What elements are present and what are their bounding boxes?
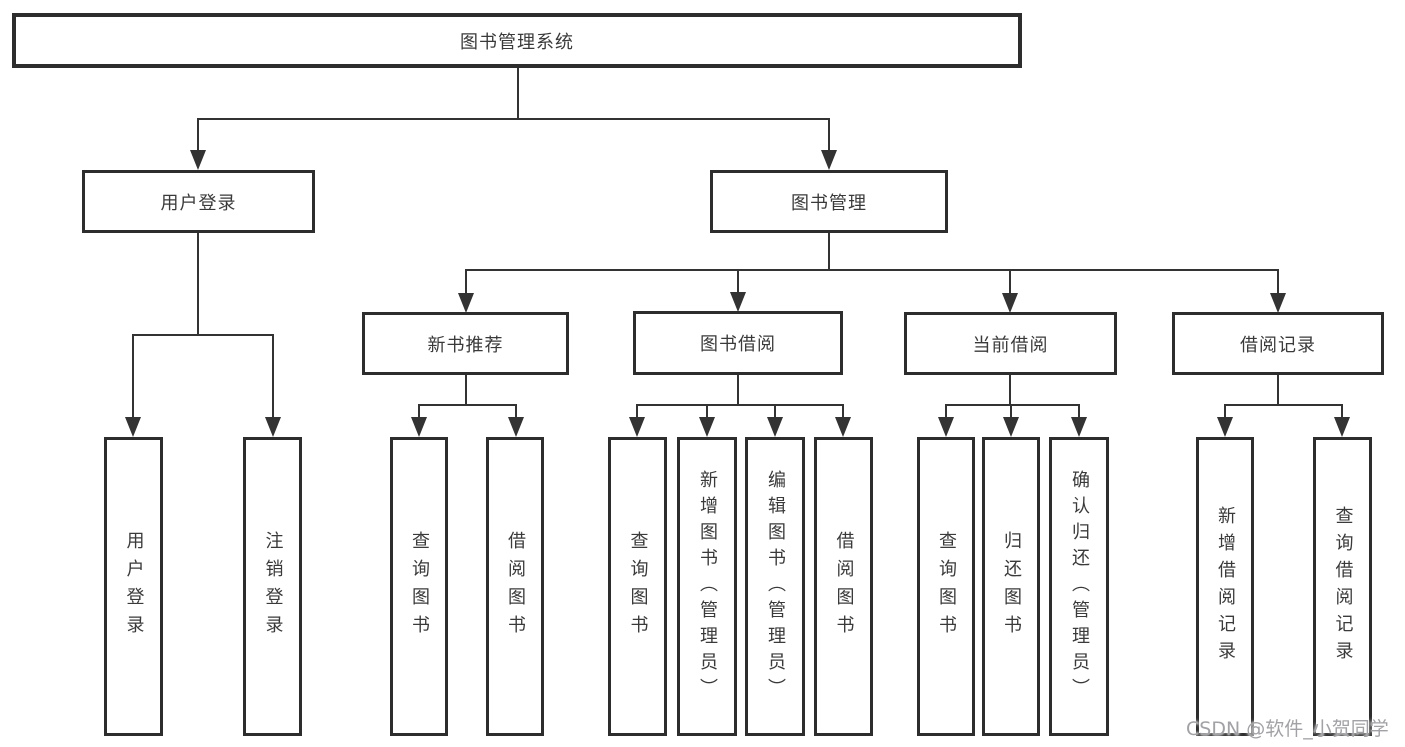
leaf-confirm-return-admin: 确认归还（管理员） [1049, 437, 1109, 736]
node-book-borrow-label: 图书借阅 [700, 334, 776, 355]
connector-vline [774, 404, 776, 420]
leaf-query-books-recommend: 查询图书 [390, 437, 448, 736]
node-current-borrow: 当前借阅 [904, 312, 1117, 375]
connector-vline [517, 68, 519, 120]
connector-vline [465, 375, 467, 406]
leaf-query-books-borrow-label: 查询图书 [627, 530, 649, 643]
arrowhead-down-icon [1003, 417, 1019, 437]
connector-vline [197, 233, 199, 336]
arrowhead-down-icon [190, 150, 206, 170]
arrowhead-down-icon [1217, 417, 1233, 437]
node-new-book-recommend: 新书推荐 [362, 312, 569, 375]
leaf-add-books-admin: 新增图书（管理员） [677, 437, 737, 736]
leaf-query-borrow-record: 查询借阅记录 [1313, 437, 1372, 736]
connector-vline [945, 404, 947, 420]
leaf-return-books-label: 归还图书 [1001, 530, 1022, 643]
leaf-query-books-recommend-label: 查询图书 [409, 530, 430, 643]
connector-vline [272, 334, 274, 420]
leaf-borrow-books-recommend-label: 借阅图书 [505, 530, 526, 643]
arrowhead-down-icon [1334, 417, 1350, 437]
arrowhead-down-icon [835, 417, 851, 437]
node-root-label: 图书管理系统 [460, 31, 574, 53]
connector-hline [1224, 404, 1343, 406]
leaf-logout-label: 注销登录 [262, 530, 284, 643]
leaf-edit-books-admin: 编辑图书（管理员） [745, 437, 805, 736]
leaf-borrow-books-recommend: 借阅图书 [486, 437, 544, 736]
leaf-user-login-label: 用户登录 [123, 530, 145, 643]
connector-hline [197, 118, 830, 120]
arrowhead-down-icon [730, 292, 746, 312]
connector-vline [842, 404, 844, 420]
arrowhead-down-icon [125, 417, 141, 437]
connector-vline [706, 404, 708, 420]
connector-vline [197, 118, 199, 154]
node-borrow-records: 借阅记录 [1172, 312, 1384, 375]
leaf-confirm-return-admin-label: 确认归还（管理员） [1069, 469, 1090, 704]
node-user-login: 用户登录 [82, 170, 315, 233]
connector-vline [418, 404, 420, 420]
arrowhead-down-icon [821, 150, 837, 170]
node-current-borrow-label: 当前借阅 [972, 334, 1049, 356]
connector-hline [945, 404, 1080, 406]
connector-hline [465, 269, 1279, 271]
leaf-borrow-books-label: 借阅图书 [833, 530, 855, 643]
connector-vline [1277, 375, 1279, 406]
arrowhead-down-icon [508, 417, 524, 437]
connector-vline [828, 233, 830, 271]
connector-hline [636, 404, 844, 406]
arrowhead-down-icon [699, 417, 715, 437]
connector-vline [1341, 404, 1343, 420]
node-new-book-recommend-label: 新书推荐 [427, 334, 504, 356]
node-user-login-label: 用户登录 [160, 192, 237, 214]
node-root: 图书管理系统 [12, 13, 1022, 68]
connector-vline [1009, 269, 1011, 296]
arrowhead-down-icon [1002, 293, 1018, 313]
leaf-query-books-current: 查询图书 [917, 437, 975, 736]
connector-vline [1277, 269, 1279, 296]
arrowhead-down-icon [1270, 293, 1286, 313]
connector-vline [515, 404, 517, 420]
connector-vline [636, 404, 638, 420]
connector-vline [1224, 404, 1226, 420]
leaf-query-books-borrow: 查询图书 [608, 437, 667, 736]
connector-vline [465, 269, 467, 296]
leaf-add-borrow-record: 新增借阅记录 [1196, 437, 1254, 736]
arrowhead-down-icon [411, 417, 427, 437]
node-book-management: 图书管理 [710, 170, 948, 233]
leaf-return-books: 归还图书 [982, 437, 1040, 736]
arrowhead-down-icon [629, 417, 645, 437]
connector-hline [132, 334, 274, 336]
leaf-user-login: 用户登录 [104, 437, 163, 736]
leaf-borrow-books: 借阅图书 [814, 437, 873, 736]
connector-vline [1010, 404, 1012, 420]
arrowhead-down-icon [265, 417, 281, 437]
connector-vline [737, 269, 739, 296]
connector-hline [418, 404, 517, 406]
connector-vline [1078, 404, 1080, 420]
connector-vline [737, 375, 739, 406]
node-book-management-label: 图书管理 [791, 192, 867, 214]
leaf-logout: 注销登录 [243, 437, 302, 736]
leaf-query-borrow-record-label: 查询借阅记录 [1332, 505, 1354, 668]
node-book-borrow: 图书借阅 [633, 311, 843, 375]
leaf-edit-books-admin-label: 编辑图书（管理员） [765, 469, 786, 704]
connector-vline [132, 334, 134, 420]
arrowhead-down-icon [767, 417, 783, 437]
arrowhead-down-icon [938, 417, 954, 437]
node-borrow-records-label: 借阅记录 [1240, 334, 1316, 356]
arrowhead-down-icon [1071, 417, 1087, 437]
watermark: CSDN @软件_小贺同学 [1186, 718, 1389, 740]
leaf-add-borrow-record-label: 新增借阅记录 [1215, 505, 1236, 668]
connector-vline [1009, 375, 1011, 406]
connector-vline [828, 118, 830, 154]
arrowhead-down-icon [458, 293, 474, 313]
leaf-query-books-current-label: 查询图书 [936, 530, 957, 643]
leaf-add-books-admin-label: 新增图书（管理员） [697, 469, 718, 704]
